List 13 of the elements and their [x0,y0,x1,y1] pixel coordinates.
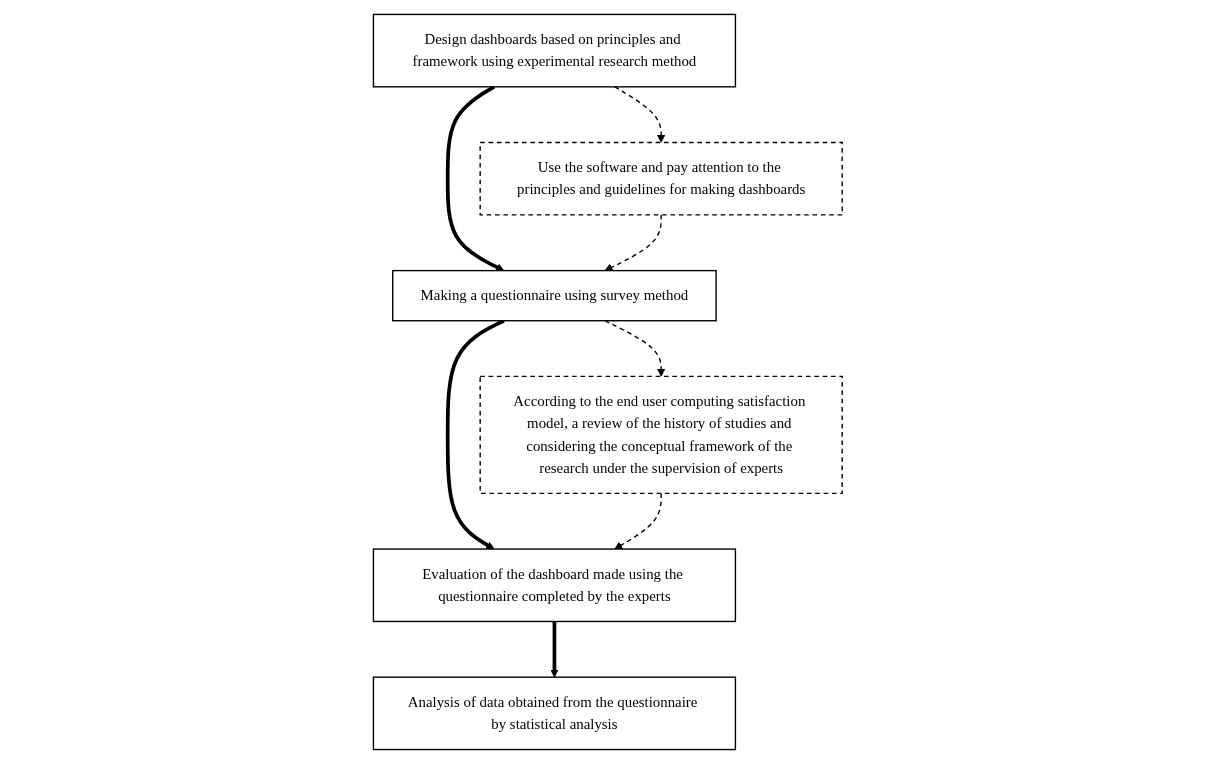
arrow [550,621,559,678]
node-box: Use the software and pay attention to the principles and guidelines for making dashboards [479,141,844,216]
arrow [604,320,666,377]
node-box: Design dashboards based on principles and framework using experimental research method [372,13,737,88]
arrow [446,85,505,271]
arrow [446,319,505,550]
arrow [614,492,663,550]
node-box: Analysis of data obtained from the questionnaire by statistical analysis [372,676,737,751]
node-box: According to the end user computing satisfaction model, a review of the history of studies and considering the conceptual framework of the research under the supervision of experts [479,375,844,495]
node-box: Making a questionnaire using survey method [392,269,717,322]
arrow [604,214,663,271]
arrow [614,86,666,143]
node-box: Evaluation of the dashboard made using the questionnaire completed by the experts [372,548,737,623]
